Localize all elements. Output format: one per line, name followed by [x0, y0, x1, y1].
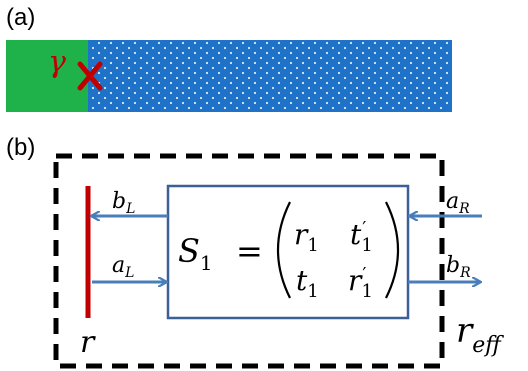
effective-reflection-label: reff [456, 311, 504, 358]
matrix-lhs: S1 [178, 232, 213, 275]
panel-a-strip: γ [6, 40, 452, 112]
right-paren [385, 201, 400, 299]
label-aR: aR [446, 189, 470, 217]
label-bL: bL [112, 189, 135, 217]
left-mirror-label: r [80, 325, 96, 360]
entry-r1-prime: r′1 [348, 264, 373, 302]
left-paren [276, 201, 291, 299]
label-bR: bR [446, 253, 471, 281]
label-aL: aL [112, 253, 134, 281]
gamma-label: γ [48, 45, 66, 80]
left-region [6, 40, 88, 112]
matrix-equals: = [236, 232, 263, 270]
entry-r1: r1 [294, 218, 319, 256]
panel-a-label: (a) [6, 4, 36, 31]
dot-texture [88, 40, 452, 112]
dashed-boundary [53, 153, 445, 369]
entry-t1-prime: t′1 [350, 218, 373, 256]
entry-t1: t1 [296, 264, 319, 302]
scatter-matrix-equation: S1 = r1 t′1 t1 r′1 [178, 201, 400, 302]
interface-cross-icon [77, 61, 103, 91]
panel-b-label: (b) [6, 134, 36, 161]
